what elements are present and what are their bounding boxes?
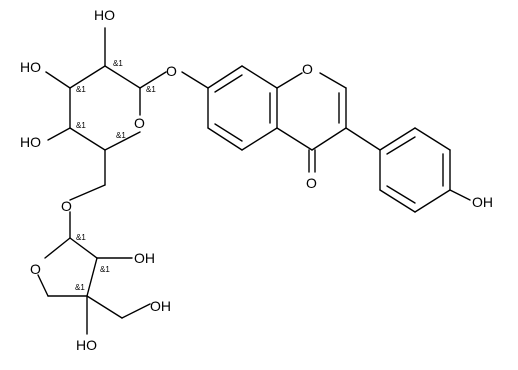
ring-oxygen-apiose: O	[30, 261, 41, 277]
hydroxyl-apiose-c3: HO	[76, 337, 97, 353]
hydroxyl-glucose-c4: HO	[20, 134, 41, 150]
hydroxyl-phenol: OH	[472, 194, 493, 210]
stereo-mark-glc-c3: &1	[76, 85, 86, 94]
stereo-mark-glc-c4: &1	[76, 121, 86, 130]
apiose-ring	[37, 211, 151, 335]
linker-oxygen: O	[61, 198, 72, 214]
hydroxyl-apiose-ch2: OH	[150, 298, 171, 314]
carbonyl-oxygen: O	[306, 175, 317, 191]
hydroxyphenyl-ring	[379, 127, 471, 213]
stereo-mark-api-c3: &1	[75, 283, 85, 292]
stereo-mark-glc-c2: &1	[113, 59, 123, 68]
ring-oxygen-chromone: O	[302, 61, 313, 77]
stereo-mark-api-c1: &1	[76, 233, 86, 242]
stereo-mark-api-c2: &1	[100, 265, 110, 274]
atom-labels: O O O O O O HO HO HO OH OH OH HO	[20, 7, 493, 353]
hydroxyl-glucose-c2: HO	[94, 7, 115, 23]
hydroxyl-glucose-c3: HO	[20, 59, 41, 75]
stereo-mark-glc-c5: &1	[116, 131, 126, 140]
ring-oxygen-glucose: O	[134, 115, 145, 131]
hydroxyl-apiose-c2: OH	[134, 250, 155, 266]
glycosidic-oxygen: O	[166, 63, 177, 79]
chromone-core	[181, 65, 381, 173]
glucose-ring	[45, 27, 167, 201]
stereo-marks: &1 &1 &1 &1 &1 &1 &1 &1	[75, 59, 156, 292]
stereo-mark-glc-c1: &1	[146, 85, 156, 94]
